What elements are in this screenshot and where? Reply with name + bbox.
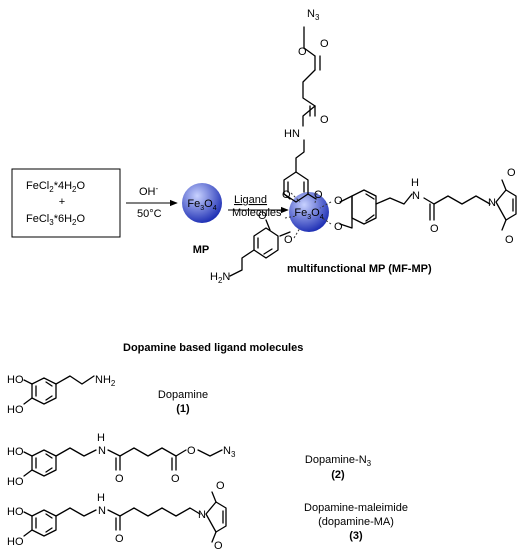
ligand2-amide-h: H — [97, 432, 105, 444]
dopamine-n3-structure — [23, 447, 223, 477]
maleimide-o-bottom: O — [505, 234, 514, 246]
mp-sphere — [182, 183, 222, 223]
right-amide-n: N — [412, 190, 420, 202]
ligand3-number: (3) — [349, 530, 363, 542]
arrow1-reagent: OH- — [139, 184, 159, 198]
ligand1-ho-2: HO — [7, 404, 24, 416]
ligand2-ho-2: HO — [7, 476, 24, 488]
ligand3-amide-h: H — [97, 492, 105, 504]
ligand2-ho-1: HO — [7, 446, 24, 458]
ligand2-number: (2) — [331, 469, 345, 481]
ligand3-amide-o: O — [115, 533, 124, 545]
reagent-fecl2: FeCl2*4H2O — [26, 180, 85, 194]
section-title: Dopamine based ligand molecules — [123, 342, 303, 354]
dopamine-structure — [23, 375, 95, 405]
mp-core-label: Fe3O4 — [187, 198, 216, 212]
ligand2-ester-o: O — [187, 445, 196, 457]
ligand2-amide-n: N — [98, 445, 106, 457]
arrow2-bottom: Molecules — [232, 207, 282, 219]
catechol-o-1: O — [282, 189, 291, 201]
bottom-amine-h2n: H2N — [210, 271, 230, 285]
azide-n3: N3 — [307, 8, 320, 22]
ligand3-maleimide-o-bottom: O — [214, 540, 223, 550]
catechol-o-4: O — [334, 221, 343, 233]
top-amide-hn: HN — [284, 128, 300, 140]
ligand1-number: (1) — [176, 403, 190, 415]
ligand2-carbonyl-o: O — [171, 473, 180, 485]
top-azide-ligand — [283, 26, 321, 203]
reagent-plus: + — [59, 196, 65, 208]
catechol-o-3: O — [334, 195, 343, 207]
mfmp-label: multifunctional MP (MF-MP) — [287, 263, 432, 275]
catechol-o-2: O — [314, 189, 323, 201]
ligand3-amide-n: N — [98, 505, 106, 517]
arrow1-temperature: 50°C — [137, 208, 162, 220]
right-amide-o: O — [430, 223, 439, 235]
right-maleimide-ligand — [339, 179, 517, 231]
ligand3-ho-2: HO — [7, 536, 24, 548]
ligand3-maleimide-n: N — [198, 509, 206, 521]
ligand3-maleimide-o-top: O — [216, 480, 225, 492]
dopamine-ma-structure — [23, 491, 227, 543]
ligand2-name: Dopamine-N3 — [305, 454, 372, 468]
mfmp-core-label: Fe3O4 — [294, 207, 323, 221]
ligand2-n3: N3 — [223, 445, 236, 459]
maleimide-o-top: O — [507, 167, 516, 179]
mp-label: MP — [193, 244, 210, 256]
ligand3-ho-1: HO — [7, 506, 24, 518]
catechol-o-5: O — [258, 210, 267, 222]
mfmp-sphere — [289, 192, 329, 232]
ligand2-amide-o: O — [115, 473, 124, 485]
ligand1-nh2: NH2 — [95, 374, 116, 388]
catechol-o-6: O — [284, 234, 293, 246]
ligand1-ho-1: HO — [7, 374, 24, 386]
top-ester-o: O — [298, 46, 307, 58]
ligand1-name: Dopamine — [158, 389, 208, 401]
ligand3-name: Dopamine-maleimide — [304, 502, 408, 514]
top-amide-o: O — [320, 114, 329, 126]
reagent-fecl3: FeCl3*6H2O — [26, 213, 85, 227]
coordination-bonds — [284, 192, 332, 239]
reagent-box — [11, 168, 121, 238]
ligand3-name-alt: (dopamine-MA) — [318, 516, 394, 528]
arrow2-top: Ligand — [234, 194, 267, 206]
maleimide-n: N — [488, 197, 496, 209]
top-carbonyl-o: O — [320, 38, 329, 50]
bottom-amine-ligand — [229, 219, 291, 277]
right-amide-h: H — [411, 177, 419, 189]
